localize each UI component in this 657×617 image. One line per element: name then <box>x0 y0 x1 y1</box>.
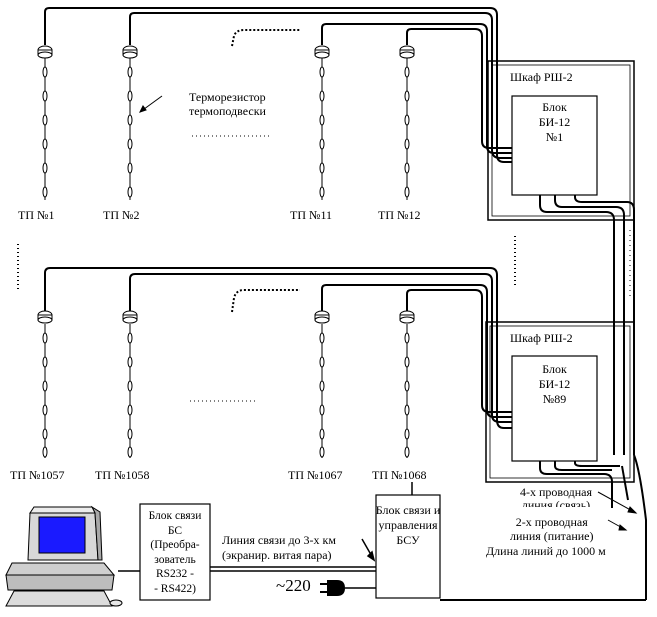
bs-line1: Блок связи <box>148 510 202 522</box>
tp-label-11: ТП №11 <box>290 208 332 222</box>
tp-label-1057: ТП №1057 <box>10 468 65 482</box>
lower-cables <box>44 267 512 429</box>
power-plug-icon <box>320 580 345 596</box>
cable-tp11 <box>321 23 512 154</box>
four-wire-line2: линия (связь) <box>521 499 591 507</box>
bsu-line2: управления <box>378 518 438 532</box>
cabinet-bottom-block-line3: №89 <box>542 392 567 406</box>
cabinet-top-block-line1: Блок <box>542 100 567 114</box>
cabinet-bottom-block-line2: БИ-12 <box>538 377 571 391</box>
comm-line-caption: Линия связи до 3-х км (экранир. витая па… <box>222 533 336 563</box>
bs-line6: - RS422) <box>154 582 196 595</box>
four-wire-line1: 4-х проводная <box>520 485 593 499</box>
two-wire-line2: линия (питание) <box>510 529 594 543</box>
cabinet-bottom-title: Шкаф РШ-2 <box>510 331 573 345</box>
bsu-block-text: Блок связи и управления БСУ <box>373 503 443 548</box>
sensor-caption-line2: термоподвески <box>189 104 266 118</box>
tp-label-1068: ТП №1068 <box>372 468 427 482</box>
cable-tp1058 <box>129 273 512 423</box>
cable-tp11-dotted <box>231 29 300 47</box>
line-length-note: Длина линий до 1000 м <box>486 544 606 558</box>
comm-line-caption-line1: Линия связи до 3-х км <box>222 533 336 547</box>
bs-line2: БС <box>167 524 183 537</box>
bs-line3: (Преобра- <box>150 539 200 551</box>
sensor-chains <box>44 58 408 458</box>
power-label: ~220 <box>276 576 311 595</box>
two-wire-note: 2-х проводная линия (питание) <box>510 515 594 543</box>
sensor-heads <box>37 45 415 324</box>
tp-label-1067: ТП №1067 <box>288 468 343 482</box>
sensor-caption: Терморезистор термоподвески <box>189 90 266 118</box>
computer-icon <box>5 505 123 607</box>
trunk-lines <box>440 195 647 601</box>
cable-tp1057 <box>44 267 512 429</box>
cabinet-top-block: Блок БИ-12 №1 <box>512 100 597 145</box>
upper-cables <box>44 7 512 163</box>
comm-line-caption-line2: (экранир. витая пара) <box>222 548 332 562</box>
tp-label-2: ТП №2 <box>103 208 140 222</box>
bsu-line1: Блок связи и <box>375 503 441 517</box>
tp-label-1058: ТП №1058 <box>95 468 150 482</box>
bs-line5: RS232 - <box>155 568 195 580</box>
control-links <box>118 482 413 589</box>
cable-tp12 <box>406 28 512 149</box>
ellipsis-marks <box>17 135 516 402</box>
tp-label-1: ТП №1 <box>18 208 55 222</box>
control-boxes <box>139 494 441 601</box>
thermistor-beads <box>42 66 410 458</box>
cable-tp1068 <box>406 289 512 413</box>
cable-tp2 <box>129 12 512 159</box>
bs-block-text: Блок связи БС (Преобра- зователь RS232 -… <box>140 509 210 596</box>
cabinet-bottom-block: Блок БИ-12 №89 <box>512 362 597 407</box>
cabinet-top-title: Шкаф РШ-2 <box>510 70 573 84</box>
cable-tp1067 <box>321 284 512 418</box>
note-arrows <box>597 491 638 531</box>
cable-tp1 <box>44 7 512 163</box>
sensor-caption-line1: Терморезистор <box>189 90 266 104</box>
tp-label-12: ТП №12 <box>378 208 421 222</box>
cable-tp1067-dotted <box>231 289 300 313</box>
cabinet-top-block-line2: БИ-12 <box>538 115 571 129</box>
bs-line4: зователь <box>154 553 196 566</box>
bsu-line3: БСУ <box>396 533 420 547</box>
cabinet-top-block-line3: №1 <box>545 130 564 144</box>
cabinet-bottom-block-line1: Блок <box>542 362 567 376</box>
sensor-pointer <box>139 95 163 113</box>
two-wire-line1: 2-х проводная <box>515 515 588 529</box>
four-wire-note: 4-х проводная линия (связь) <box>520 485 593 508</box>
